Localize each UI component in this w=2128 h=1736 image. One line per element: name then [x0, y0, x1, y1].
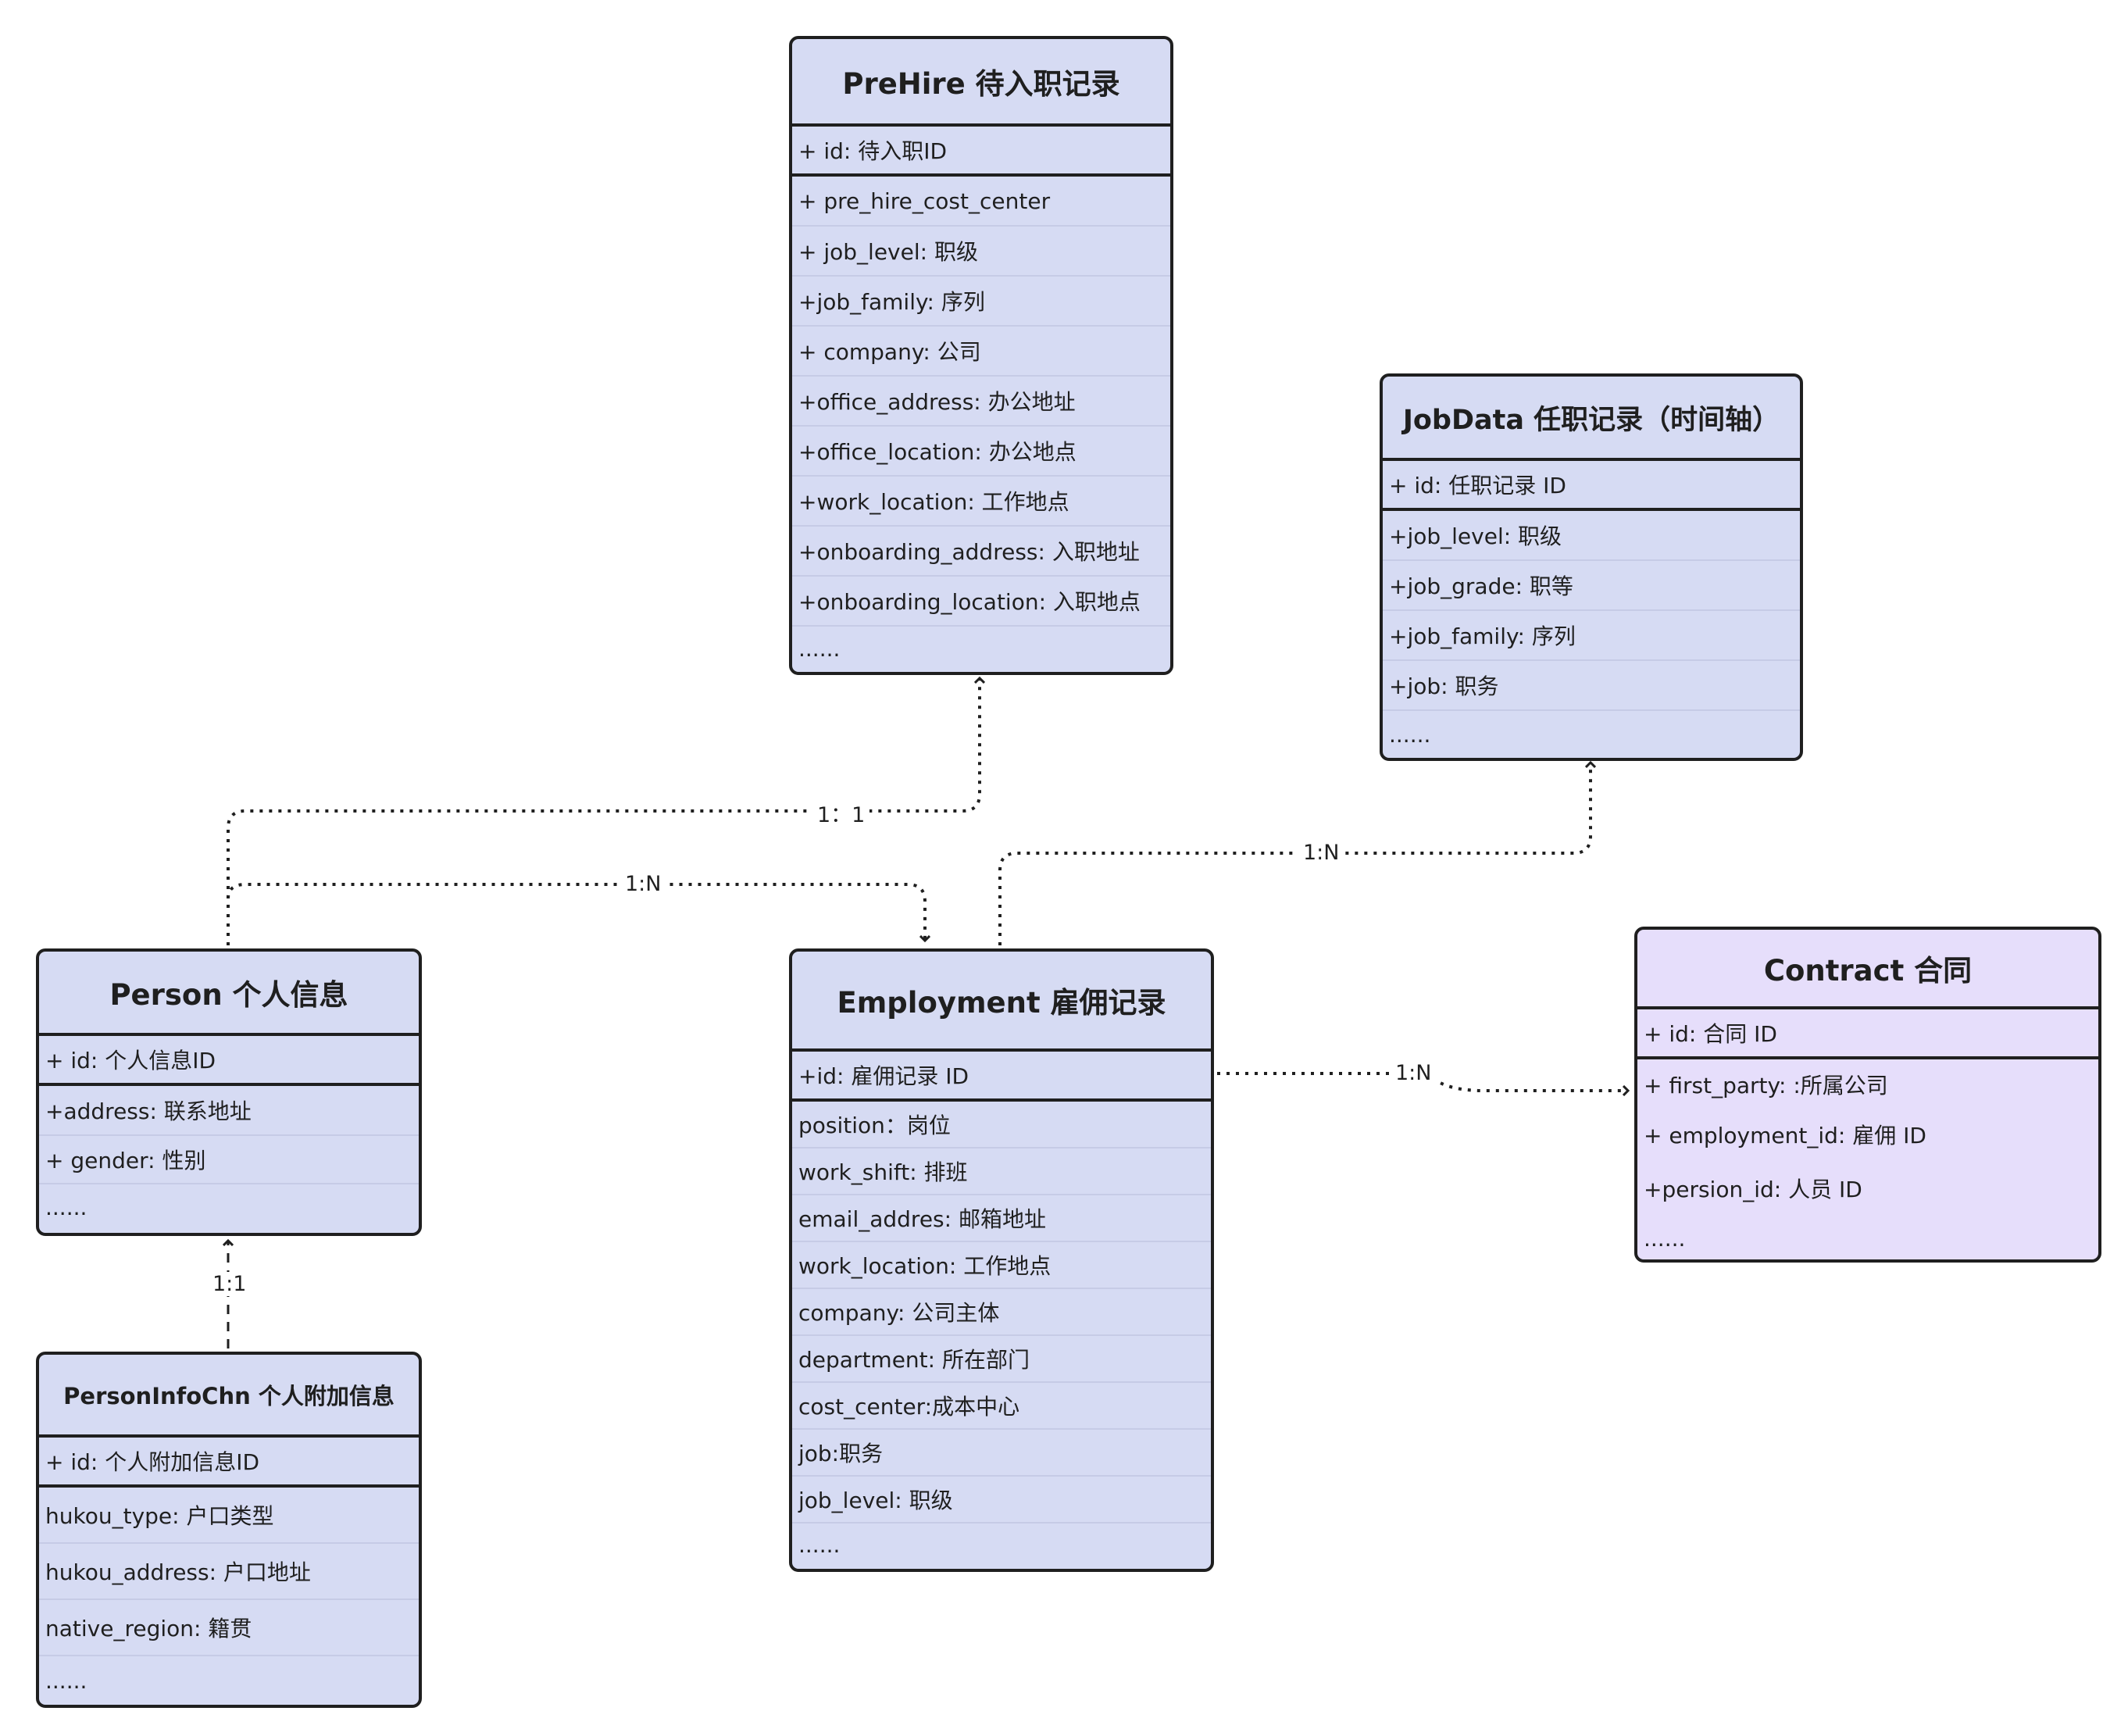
jobdata-attributes: +job_level: 职级 +job_grade: 职等 +job_famil… — [1383, 511, 1800, 758]
prehire-attribute: + pre_hire_cost_center — [792, 177, 1170, 227]
personinfochn-person-multiplicity: 1:1 — [208, 1272, 252, 1296]
personinfochn-attribute: hukou_type: 户口类型 — [39, 1488, 419, 1544]
employment-attribute: ...... — [798, 1531, 841, 1558]
employment-attribute: job_level: 职级 — [792, 1477, 1211, 1523]
prehire-attribute: + job_level: 职级 — [792, 227, 1170, 277]
person-class-title: Person 个人信息 — [39, 952, 419, 1036]
jobdata-attribute: ...... — [1389, 721, 1431, 748]
personinfochn-id-field: + id: 个人附加信息ID — [39, 1438, 419, 1488]
employment-jobdata-multiplicity: 1:N — [1298, 841, 1344, 865]
prehire-attribute: +office_location: 办公地点 — [792, 427, 1170, 477]
person-prehire-multiplicity: 1：1 — [812, 798, 870, 828]
person-attribute: + gender: 性别 — [39, 1136, 419, 1184]
person-id-field: + id: 个人信息ID — [39, 1036, 419, 1086]
employment-attribute: cost_center:成本中心 — [792, 1383, 1211, 1430]
jobdata-attribute: +job_grade: 职等 — [1383, 561, 1800, 611]
person-attributes: +address: 联系地址 + gender: 性别 ...... — [39, 1086, 419, 1230]
employment-attribute: company: 公司主体 — [792, 1289, 1211, 1336]
employment-contract-multiplicity: 1:N — [1391, 1061, 1437, 1085]
employment-attributes: position：岗位 work_shift: 排班 email_addres:… — [792, 1102, 1211, 1566]
contract-class: Contract 合同 + id: 合同 ID + first_party: :… — [1634, 927, 2101, 1263]
prehire-attribute: +work_location: 工作地点 — [792, 477, 1170, 527]
person-class: Person 个人信息 + id: 个人信息ID +address: 联系地址 … — [36, 948, 422, 1236]
prehire-class: PreHire 待入职记录 + id: 待入职ID + pre_hire_cos… — [789, 36, 1173, 675]
jobdata-class-title: JobData 任职记录（时间轴） — [1383, 377, 1800, 461]
employment-attribute: job:职务 — [792, 1430, 1211, 1477]
contract-attributes: + first_party: :所属公司 + employment_id: 雇佣… — [1637, 1059, 2098, 1259]
contract-attribute: ...... — [1644, 1225, 1686, 1252]
prehire-attribute: ...... — [798, 635, 841, 662]
prehire-attribute: +office_address: 办公地址 — [792, 377, 1170, 427]
prehire-attribute: +onboarding_address: 入职地址 — [792, 527, 1170, 577]
prehire-attribute: + company: 公司 — [792, 327, 1170, 377]
employment-class-title: Employment 雇佣记录 — [792, 952, 1211, 1052]
person-employment-multiplicity: 1:N — [620, 872, 666, 896]
personinfochn-attributes: hukou_type: 户口类型 hukou_address: 户口地址 nat… — [39, 1488, 419, 1705]
contract-attribute: +persion_id: 人员 ID — [1644, 1177, 1862, 1202]
jobdata-id-field: + id: 任职记录 ID — [1383, 461, 1800, 511]
employment-attribute: work_shift: 排班 — [792, 1148, 1211, 1195]
jobdata-attribute: +job_family: 序列 — [1383, 611, 1800, 661]
contract-class-title: Contract 合同 — [1637, 930, 2098, 1009]
contract-attribute: + first_party: :所属公司 — [1644, 1073, 1888, 1098]
employment-class: Employment 雇佣记录 +id: 雇佣记录 ID position：岗位… — [789, 948, 1214, 1572]
jobdata-attribute: +job_level: 职级 — [1383, 511, 1800, 561]
employment-jobdata-connector — [998, 763, 1591, 945]
employment-attribute: department: 所在部门 — [792, 1336, 1211, 1383]
jobdata-class: JobData 任职记录（时间轴） + id: 任职记录 ID +job_lev… — [1380, 373, 1803, 761]
contract-id-field: + id: 合同 ID — [1637, 1009, 2098, 1059]
employment-attribute: work_location: 工作地点 — [792, 1242, 1211, 1289]
prehire-attribute: +onboarding_location: 入职地点 — [792, 577, 1170, 627]
jobdata-attribute: +job: 职务 — [1383, 661, 1800, 711]
personinfochn-attribute: ...... — [45, 1667, 87, 1694]
employment-id-field: +id: 雇佣记录 ID — [792, 1052, 1211, 1102]
employment-attribute: email_addres: 邮箱地址 — [792, 1195, 1211, 1242]
personinfochn-attribute: hukou_address: 户口地址 — [39, 1544, 419, 1600]
person-employment-connector — [227, 883, 925, 941]
contract-attribute: + employment_id: 雇佣 ID — [1644, 1123, 1926, 1148]
personinfochn-class-title: PersonInfoChn 个人附加信息 — [39, 1355, 419, 1438]
person-attribute: +address: 联系地址 — [39, 1086, 419, 1136]
prehire-attribute: +job_family: 序列 — [792, 277, 1170, 327]
prehire-id-field: + id: 待入职ID — [792, 127, 1170, 177]
person-attribute: ...... — [45, 1194, 87, 1220]
prehire-attributes: + pre_hire_cost_center + job_level: 职级 +… — [792, 177, 1170, 670]
personinfochn-attribute: native_region: 籍贯 — [39, 1600, 419, 1656]
personinfochn-class: PersonInfoChn 个人附加信息 + id: 个人附加信息ID huko… — [36, 1352, 422, 1708]
prehire-class-title: PreHire 待入职记录 — [792, 39, 1170, 127]
employment-attribute: position：岗位 — [792, 1102, 1211, 1148]
